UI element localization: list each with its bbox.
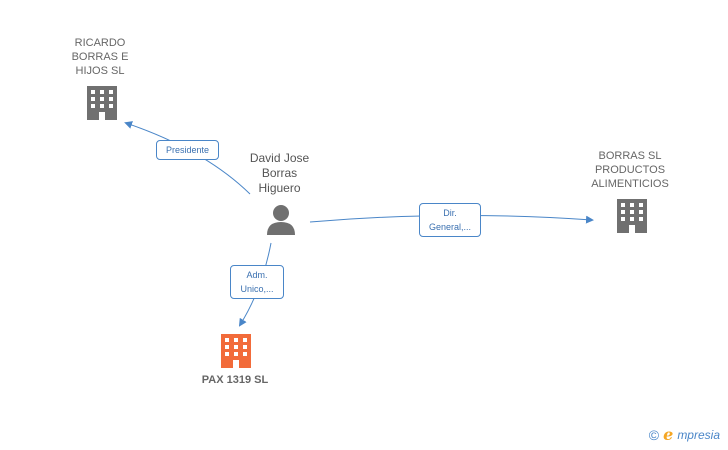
person-label[interactable]: David Jose Borras Higuero [249, 151, 310, 195]
brand-logo-text: mpresia [677, 427, 720, 442]
company-label-ricardo[interactable]: RICARDO BORRAS E HIJOS SL [71, 37, 129, 77]
building-icon[interactable] [617, 199, 647, 233]
company-label-pax[interactable]: PAX 1319 SL [201, 374, 269, 386]
building-icon[interactable] [221, 334, 251, 368]
copyright-icon: © [648, 426, 660, 443]
person-icon[interactable] [267, 205, 295, 235]
edge-label-presidente[interactable]: Presidente [156, 140, 219, 160]
company-label-borras[interactable]: BORRAS SL PRODUCTOS ALIMENTICIOS [591, 150, 669, 190]
edge-label-dir[interactable]: Dir. General,... [419, 203, 481, 237]
brand-logo-initial: e [663, 425, 674, 444]
edge-label-adm[interactable]: Adm. Unico,... [230, 265, 284, 299]
building-icon[interactable] [87, 86, 117, 120]
